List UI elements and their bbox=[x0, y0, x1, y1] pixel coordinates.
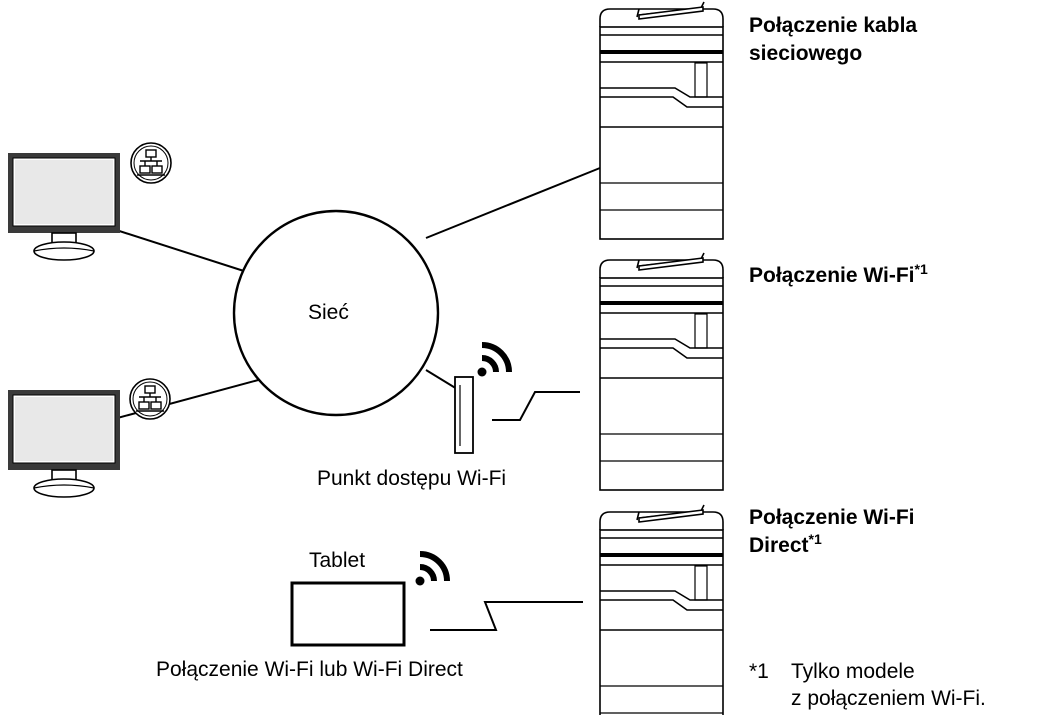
tablet-caption: Połączenie Wi-Fi lub Wi-Fi Direct bbox=[156, 658, 463, 681]
wifi-direct-line2: Direct bbox=[749, 534, 809, 557]
footnote-line2: z połączeniem Wi-Fi. bbox=[791, 687, 986, 710]
network-circle bbox=[232, 209, 440, 417]
footnote-text: Tylko modele z połączeniem Wi-Fi. bbox=[791, 658, 986, 712]
tablet-icon bbox=[290, 581, 406, 647]
footnote-mark: *1 bbox=[749, 660, 769, 683]
wifi-footnote-ref: *1 bbox=[914, 261, 928, 277]
computer-icon bbox=[7, 389, 121, 498]
wifi-signal-icon bbox=[478, 345, 510, 377]
printer-icon bbox=[598, 251, 725, 492]
wifi-direct-connection-title: Połączenie Wi-Fi Direct*1 bbox=[749, 504, 915, 560]
tablet-label: Tablet bbox=[309, 549, 366, 572]
printer-icon bbox=[598, 0, 725, 241]
computer-icon bbox=[7, 152, 121, 261]
network-port-icon bbox=[129, 378, 171, 420]
wifi-direct-zigzag-link bbox=[430, 601, 583, 631]
wifi-direct-footnote-ref: *1 bbox=[808, 531, 822, 547]
wifi-signal-icon bbox=[416, 554, 448, 586]
printer-icon bbox=[598, 503, 725, 715]
access-point-label: Punkt dostępu Wi-Fi bbox=[317, 467, 507, 490]
cable-connection-title: Połączenie kabla sieciowego bbox=[749, 12, 917, 68]
wifi-connection-text: Połączenie Wi-Fi bbox=[749, 264, 915, 287]
wifi-zigzag-link bbox=[492, 391, 580, 421]
wifi-connection-title: Połączenie Wi-Fi*1 bbox=[749, 262, 928, 290]
cable-connection-line2: sieciowego bbox=[749, 42, 863, 65]
computer1-link bbox=[109, 227, 248, 273]
access-point-icon bbox=[454, 376, 474, 454]
footnote-line1: Tylko modele bbox=[791, 660, 915, 683]
network-port-icon bbox=[130, 142, 172, 184]
printer-cable-link bbox=[425, 167, 601, 239]
wifi-direct-line1: Połączenie Wi-Fi bbox=[749, 506, 915, 529]
cable-connection-line1: Połączenie kabla bbox=[749, 14, 918, 37]
network-label: Sieć bbox=[308, 301, 349, 324]
